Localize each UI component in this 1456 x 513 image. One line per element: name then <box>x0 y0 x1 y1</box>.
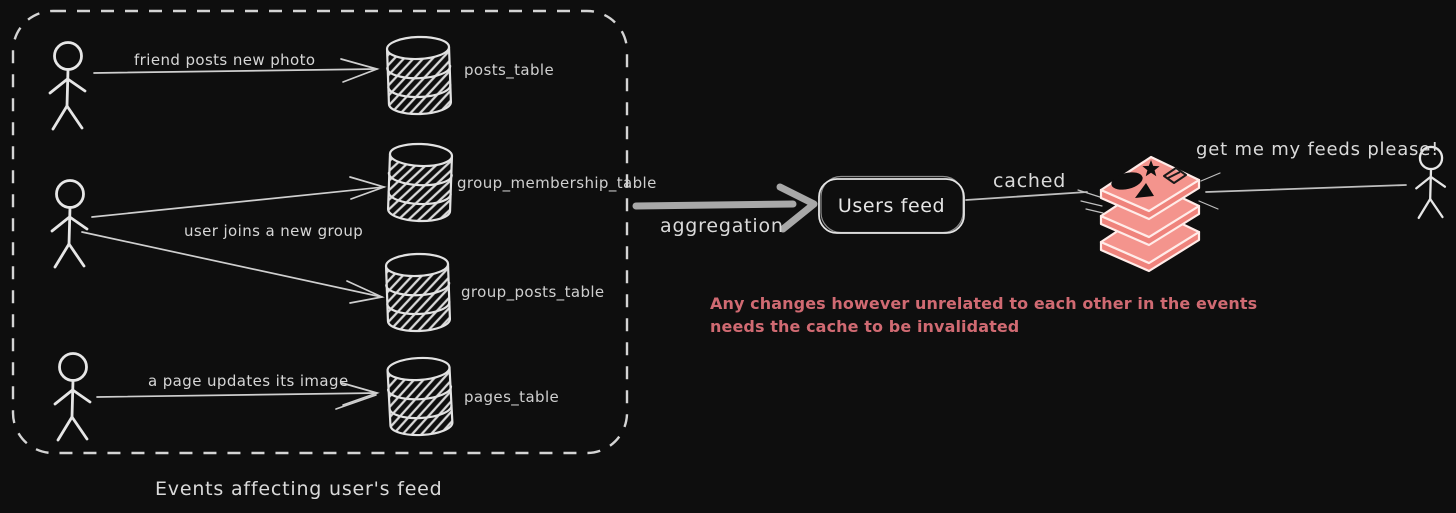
users-feed-box <box>818 175 965 234</box>
group-posts-table-db-icon <box>384 251 452 334</box>
aggregation-arrow <box>632 183 818 233</box>
cache-star-glyph <box>1142 160 1160 177</box>
actor-middle-figure <box>50 179 89 269</box>
cache-square-glyph <box>1163 167 1187 184</box>
group-membership-table-db-icon <box>386 141 454 224</box>
events-group-caption: Events affecting user's feed <box>155 478 443 500</box>
users-feed-label: Users feed <box>837 194 946 217</box>
table-label-pages: pages_table <box>464 388 560 406</box>
arrow-user-joins-group-posts <box>81 231 385 304</box>
pages-table-db-icon <box>385 355 455 438</box>
cache-triangle-glyph <box>1135 183 1154 198</box>
aggregation-label: aggregation <box>660 215 784 237</box>
cache-invalidation-note: Any changes however unrelated to each ot… <box>710 292 1257 338</box>
arrow-page-updates <box>96 382 380 410</box>
table-label-group-posts: group_posts_table <box>461 283 605 301</box>
cache-ellipse-glyph <box>1111 172 1143 190</box>
edge-label-page-updates: a page updates its image <box>148 372 349 390</box>
request-label: get me my feeds please! <box>1196 139 1440 160</box>
arrow-user-joins-membership <box>91 176 387 218</box>
note-line-2: needs the cache to be invalidated <box>710 317 1020 336</box>
posts-table-db-icon <box>385 34 453 117</box>
actor-bottom-figure <box>53 352 92 442</box>
cache-stack-icon <box>1099 155 1201 273</box>
table-label-posts: posts_table <box>464 61 555 79</box>
table-label-group-membership: group_membership_table <box>457 174 657 192</box>
edge-label-friend-posts: friend posts new photo <box>134 51 316 69</box>
actor-top-figure <box>48 41 87 131</box>
edge-label-user-joins: user joins a new group <box>184 222 364 240</box>
events-group-box <box>11 9 629 455</box>
cached-label: cached <box>993 170 1067 192</box>
note-line-1: Any changes however unrelated to each ot… <box>710 294 1258 313</box>
arrow-friend-posts <box>93 58 380 83</box>
request-connector-line <box>1198 172 1407 210</box>
cached-connector-line <box>965 189 1104 214</box>
